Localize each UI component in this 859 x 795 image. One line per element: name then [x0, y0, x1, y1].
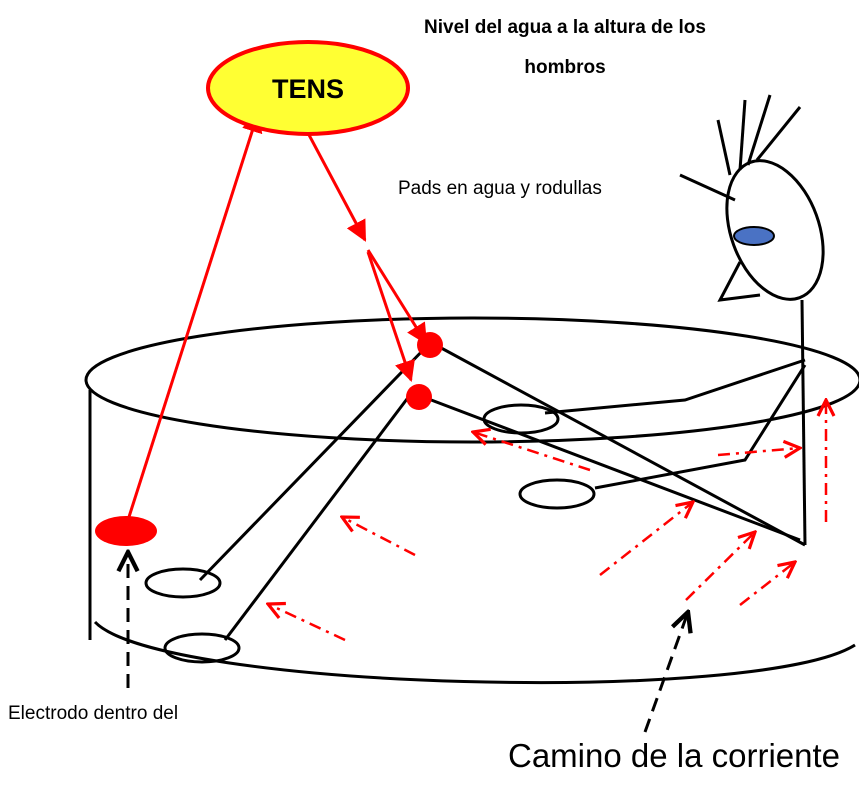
electrode-label: Electrodo dentro del — [8, 703, 179, 724]
current-arrow — [268, 604, 346, 642]
wire-electrode-to-tens — [126, 110, 263, 521]
current-arrow — [473, 432, 591, 472]
water-tank — [84, 316, 859, 685]
submerged-body — [144, 341, 807, 664]
current-arrow — [342, 517, 416, 557]
arm-lower — [417, 393, 801, 542]
shoulder-electrode-1 — [417, 332, 443, 358]
current-path-label: Camino de la corriente — [508, 737, 840, 774]
left-leg — [594, 364, 807, 490]
person-head — [679, 94, 825, 546]
hair-strand — [755, 106, 802, 161]
pads-pointer-line — [679, 173, 736, 202]
foot-pad — [163, 632, 241, 664]
hair-strand — [738, 99, 747, 171]
current-arrow — [685, 532, 755, 601]
water-level-label: Nivel del agua a la altura de los hombro… — [424, 17, 706, 78]
label-pointers — [128, 552, 688, 733]
water-electrode — [95, 516, 157, 546]
tens-label: TENS — [271, 74, 344, 104]
current-path-pointer — [643, 612, 688, 733]
foot-pad — [482, 403, 560, 435]
hair-strand — [746, 94, 772, 166]
arm-upper — [431, 341, 806, 547]
tank-bottom-rim — [93, 620, 856, 685]
tens-device — [206, 40, 410, 136]
wire-tens-out — [298, 117, 367, 242]
leg-to-foot-2 — [223, 394, 412, 641]
chin — [717, 261, 761, 302]
current-path-arrows — [268, 400, 826, 642]
tens-wiring — [126, 110, 428, 521]
right-leg — [544, 358, 806, 415]
foot-pad — [144, 567, 222, 599]
pads-label: Pads en agua y rodullas — [398, 178, 602, 199]
hair-strand — [716, 119, 732, 176]
body-line — [800, 299, 807, 546]
shoulder-electrode-2 — [406, 384, 432, 410]
current-arrow — [599, 502, 693, 576]
foot-pad — [518, 478, 596, 510]
wire-to-pad-2 — [366, 251, 415, 382]
current-arrow — [739, 562, 795, 606]
wire-to-pad-1 — [366, 249, 428, 345]
current-arrow — [717, 448, 800, 455]
leg-to-foot-1 — [198, 343, 430, 582]
eye — [733, 226, 775, 246]
